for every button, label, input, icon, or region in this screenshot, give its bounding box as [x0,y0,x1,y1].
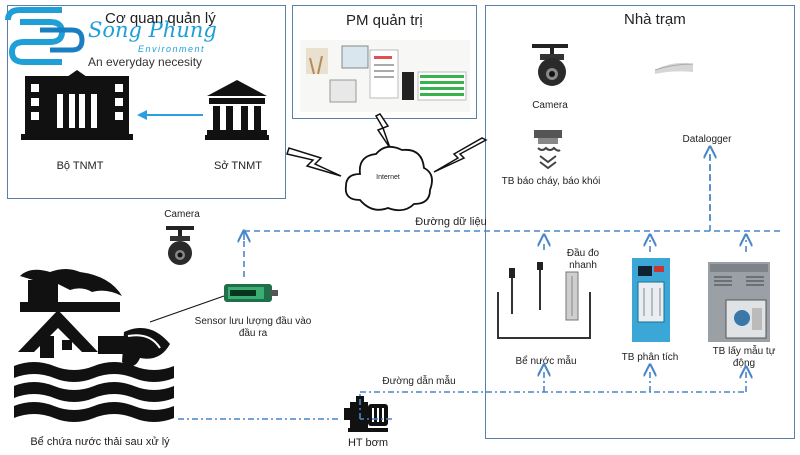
fire-alarm-icon [534,130,562,170]
datalogger-image [655,62,693,74]
logo-tagline: An everyday necesity [88,55,203,69]
datalogger-label: Datalogger [682,134,732,145]
sample-tank-label: Bể nước mẫu [515,356,577,367]
treatment-plant-icon [14,269,174,422]
fire-alarm-label: TB báo cháy, báo khói [501,176,601,187]
sample-line [178,370,746,420]
plant-camera-icon [166,226,194,265]
company-logo: Song Phung Environment An everyday neces… [0,0,220,70]
admin-software-title: PM quản trị [346,12,423,29]
analyzer-label: TB phân tích [621,352,679,363]
flow-sensor-image [224,284,278,302]
analyzer-cabinet-image [632,258,670,342]
admin-dashboard-image [300,40,470,112]
station-camera-icon [532,44,568,86]
lightning-left-icon [286,147,342,177]
logo-mark-icon [5,7,85,65]
flow-sensor-label: Sensor lưu lượng đầu vào đầu ra [194,316,312,339]
logo-subtitle: Environment [138,44,206,54]
data-line [244,152,780,278]
data-line-label: Đường dữ liệu [415,216,487,228]
sample-line-label: Đường dẫn mẫu [382,376,456,387]
internet-label: Internet [376,174,400,181]
station-title: Nhà trạm [624,11,686,28]
department-building-icon [205,80,269,140]
lightning-right-icon [433,137,488,173]
ministry-label: Bộ TNMT [56,160,104,172]
management-title: Cơ quan quản lý [105,10,216,27]
pump-label: HT bơm [347,437,388,449]
ministry-building-icon [21,70,133,140]
lightning-top-icon [374,113,391,149]
logo-brand: Song Phung [88,18,217,42]
internet-cloud-icon [344,145,433,212]
probe-label: Đầu đo nhanh [566,248,600,271]
sampler-cabinet-image [708,262,770,342]
plant-camera-label: Camera [164,209,200,220]
sample-tank-image [497,262,591,339]
sampler-label: TB lấy mẫu tự động [712,346,776,369]
tank-label: Bể chứa nước thải sau xử lý [30,436,170,448]
station-camera-label: Camera [532,100,568,111]
department-label: Sở TNMT [214,160,262,172]
arrow-left-icon [137,110,203,120]
